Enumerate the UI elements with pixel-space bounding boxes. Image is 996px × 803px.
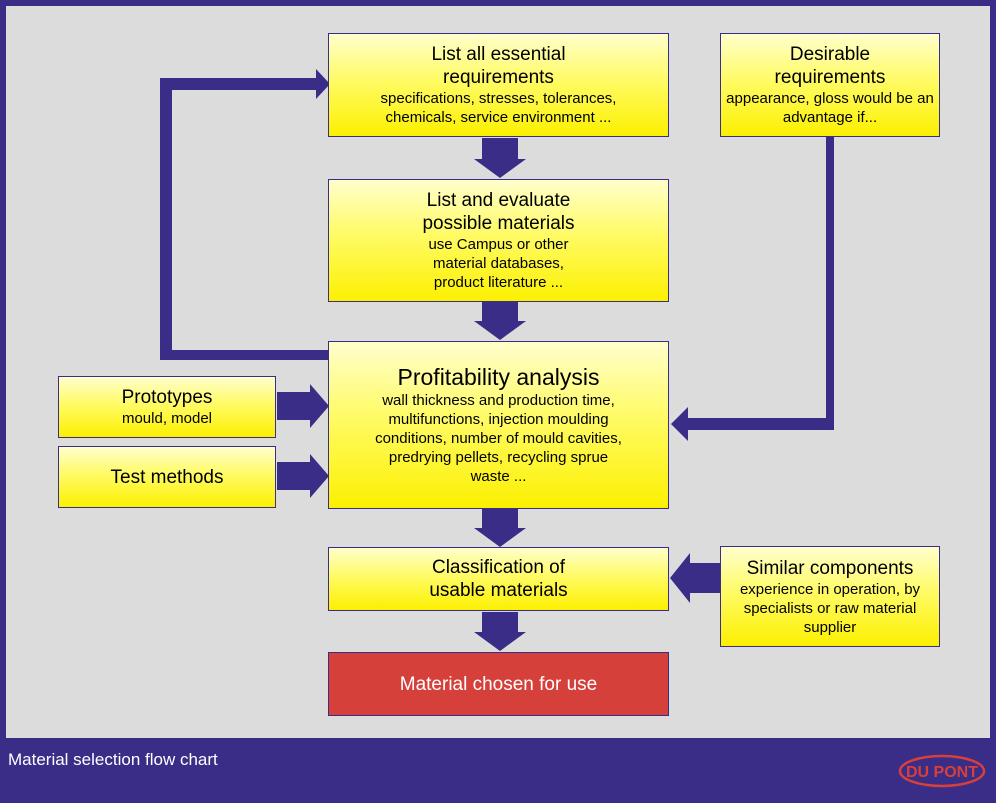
box-prototypes: Prototypes mould, model: [58, 376, 276, 438]
arrow-desirable-to-profitability: [671, 137, 834, 441]
evaluate-detail: use Campus or other material databases, …: [428, 236, 569, 291]
similar-detail: experience in operation, by specialists …: [739, 580, 921, 636]
arrow-essential-to-evaluate: [474, 138, 526, 178]
profitability-title: Profitability analysis: [397, 364, 600, 390]
figure-caption: Material selection flow chart: [8, 750, 218, 769]
arrow-similar-to-classification: [670, 553, 721, 603]
box-desirable-requirements: Desirable requirements appearance, gloss…: [720, 33, 940, 137]
box-profitability-analysis: Profitability analysis wall thickness an…: [328, 341, 669, 509]
arrow-profitability-to-classification: [474, 509, 526, 547]
arrow-evaluate-to-profitability: [474, 302, 526, 340]
test-methods-title: Test methods: [110, 466, 224, 488]
arrow-classification-to-chosen: [474, 612, 526, 651]
classification-title: Classification of usable materials: [429, 557, 568, 601]
chosen-title: Material chosen for use: [399, 673, 598, 695]
box-classification: Classification of usable materials: [328, 547, 669, 611]
box-evaluate-materials: List and evaluate possible materials use…: [328, 179, 669, 302]
evaluate-title: List and evaluate possible materials: [422, 190, 575, 234]
logo-text: DU PONT: [906, 764, 978, 781]
essential-title: List all essential requirements: [431, 44, 566, 88]
dupont-logo: DU PONT: [898, 754, 986, 788]
desirable-detail: appearance, gloss would be an advantage …: [726, 90, 934, 126]
prototypes-detail: mould, model: [121, 410, 213, 427]
box-material-chosen: Material chosen for use: [328, 652, 669, 716]
similar-title: Similar components: [746, 557, 914, 579]
box-similar-components: Similar components experience in operati…: [720, 546, 940, 647]
essential-detail: specifications, stresses, tolerances, ch…: [380, 90, 617, 126]
profitability-detail: wall thickness and production time, mult…: [375, 392, 622, 485]
desirable-title: Desirable requirements: [774, 44, 886, 88]
box-essential-requirements: List all essential requirements specific…: [328, 33, 669, 137]
arrow-test-to-profitability: [277, 454, 329, 498]
box-test-methods: Test methods: [58, 446, 276, 508]
arrow-prototypes-to-profitability: [277, 384, 329, 428]
prototypes-title: Prototypes: [121, 387, 213, 408]
arrow-loop-back: [160, 69, 330, 360]
